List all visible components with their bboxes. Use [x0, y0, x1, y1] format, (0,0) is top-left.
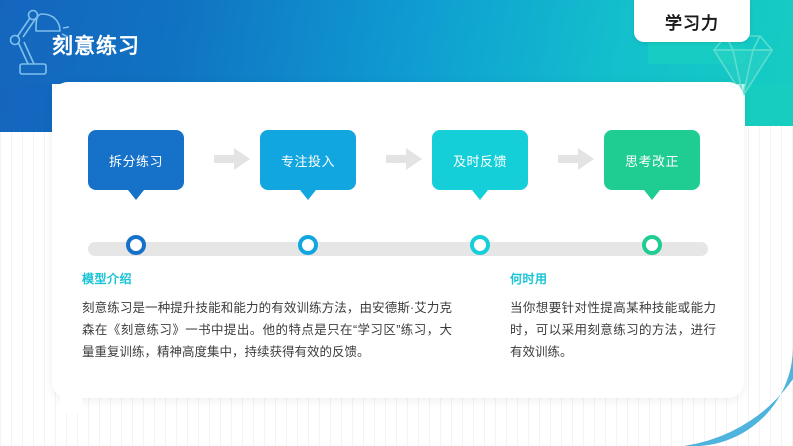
flow-step-2[interactable]: 专注投入	[260, 130, 356, 200]
section-model-intro-body: 刻意练习是一种提升技能和能力的有效训练方法，由安德斯·艾力克森在《刻意练习》一书…	[82, 301, 452, 359]
flow-step-2-label: 专注投入	[280, 153, 335, 169]
flow-step-4-pointer	[644, 190, 660, 200]
flow-arrow-1	[214, 148, 250, 170]
content-card: 拆分练习 专注投入 及时反馈 思考改正	[52, 82, 744, 398]
timeline-dot-3[interactable]	[470, 235, 490, 255]
timeline-track	[88, 242, 708, 256]
flow-step-1-label: 拆分练习	[108, 153, 163, 169]
flow-step-1[interactable]: 拆分练习	[88, 130, 184, 200]
header-left-extension	[0, 84, 52, 132]
flow-step-4[interactable]: 思考改正	[604, 130, 700, 200]
flow-step-3[interactable]: 及时反馈	[432, 130, 528, 200]
badge-label: 学习力	[665, 13, 719, 33]
corner-accent-square	[60, 392, 82, 414]
section-model-intro-heading: 模型介绍	[82, 272, 133, 286]
learning-power-badge: 学习力	[634, 0, 750, 42]
section-when-to-use: 何时用 当你想要针对性提高某种技能或能力时，可以采用刻意练习的方法，进行有效训练…	[510, 270, 716, 363]
flow-arrow-2	[386, 148, 422, 170]
flow-step-2-pointer	[300, 190, 316, 200]
flow-arrow-3	[558, 148, 594, 170]
flow-step-4-label: 思考改正	[624, 153, 679, 169]
process-flow: 拆分练习 专注投入 及时反馈 思考改正	[88, 130, 708, 230]
desk-lamp-icon	[9, 9, 70, 75]
flow-step-3-pointer	[472, 190, 488, 200]
section-when-to-use-heading: 何时用	[510, 272, 548, 286]
flow-step-1-pointer	[128, 190, 144, 200]
page-title: 刻意练习	[52, 35, 140, 58]
timeline-dot-2[interactable]	[298, 235, 318, 255]
timeline-dot-4[interactable]	[642, 235, 662, 255]
section-when-to-use-body: 当你想要针对性提高某种技能或能力时，可以采用刻意练习的方法，进行有效训练。	[510, 301, 716, 359]
flow-step-3-label: 及时反馈	[452, 153, 507, 169]
header-right-extension	[745, 84, 793, 126]
timeline-dot-1[interactable]	[126, 235, 146, 255]
section-model-intro: 模型介绍 刻意练习是一种提升技能和能力的有效训练方法，由安德斯·艾力克森在《刻意…	[82, 270, 452, 363]
